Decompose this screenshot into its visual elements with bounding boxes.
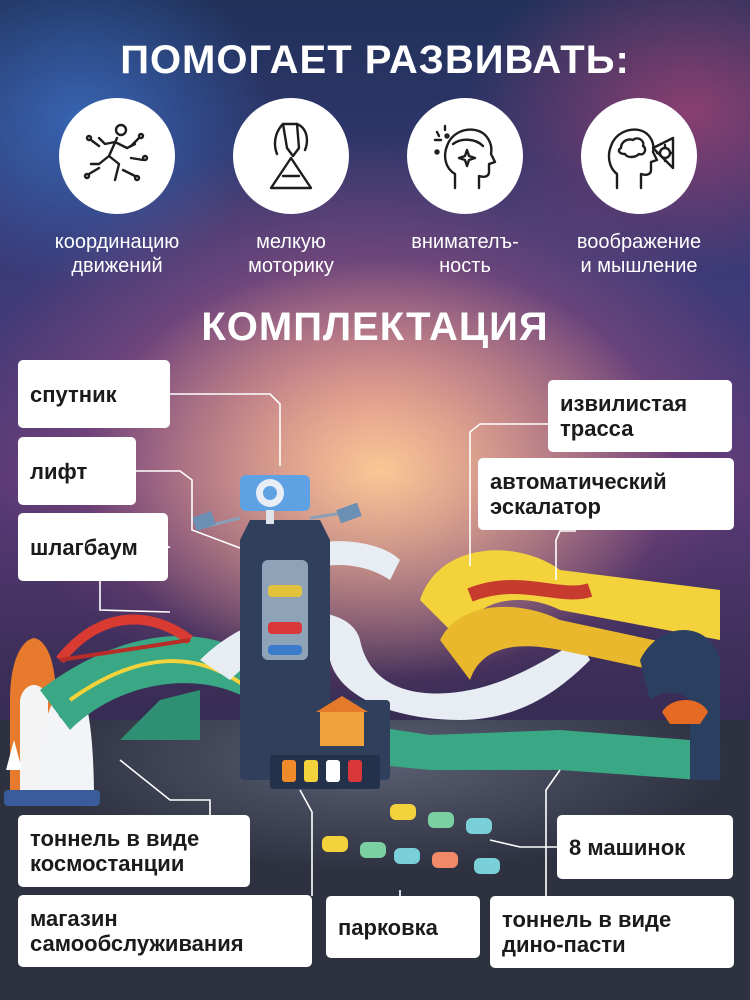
yellow-track — [420, 550, 720, 680]
satellite-on-tower — [192, 475, 362, 531]
skill-icon-circle — [581, 98, 697, 214]
hand-pinch-triangle-icon — [269, 122, 313, 190]
head-brain-sparkle-icon — [433, 124, 497, 190]
red-bridge — [56, 614, 193, 664]
head-brain-gear-icon — [607, 128, 675, 190]
kit-item-8-cars: 8 машинок — [557, 815, 733, 879]
skill-attention: внимателъ-ность — [380, 98, 550, 278]
running-person-icon — [83, 123, 149, 182]
skill-icon-circle — [407, 98, 523, 214]
loose-cars — [322, 804, 500, 874]
skill-icon-circle — [233, 98, 349, 214]
kit-item-satellite: спутник — [18, 360, 170, 428]
benefits-title: ПОМОГАЕТ РАЗВИВАТЬ: — [120, 38, 630, 82]
kit-title: КОМПЛЕКТАЦИЯ — [201, 305, 549, 349]
skill-label: внимателъ-ность — [411, 231, 519, 277]
kit-item-elevator: лифт — [18, 437, 136, 505]
kit-item-barrier: шлагбаум — [18, 513, 168, 581]
parking-tower — [240, 520, 390, 789]
skill-icon-circle — [59, 98, 175, 214]
kit-item-parking: парковка — [326, 896, 480, 958]
dino-mouth — [640, 630, 720, 780]
